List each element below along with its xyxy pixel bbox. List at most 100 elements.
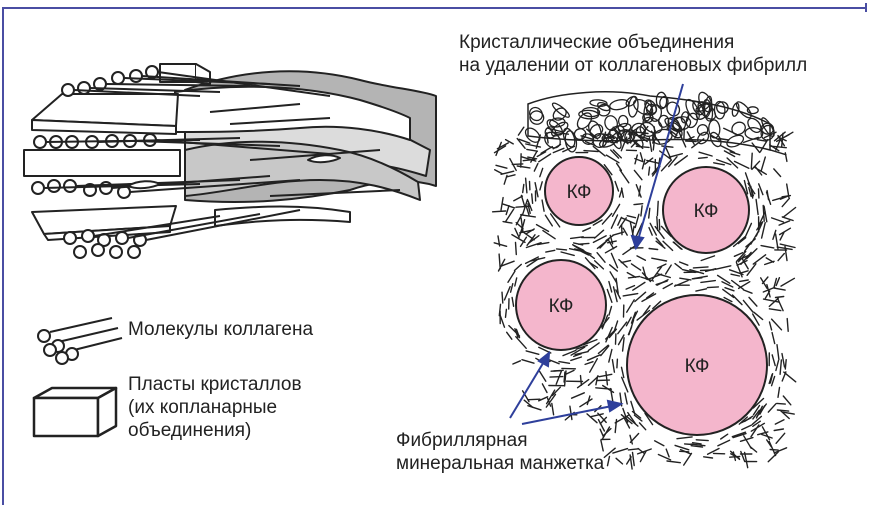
mineral-crystal-dash [521,237,527,246]
mineral-crystal-dash [516,242,517,254]
mineral-crystal-dash [619,260,627,268]
crystal-associations-label: Кристаллические объединения на удалении … [459,31,807,77]
mineral-crystal-dash [680,278,691,280]
mineral-crystal-dash [532,194,533,203]
mineral-crystal-dash [521,215,536,217]
mineral-crystal-dash [649,228,652,236]
mineral-crystal-dash [527,149,538,151]
mineral-crystal-dash [583,228,591,231]
legend-plates-line-1: Пласты кристаллов [128,373,302,396]
mineral-crystal-dash [701,270,714,271]
mineral-crystal-dash [685,444,693,445]
mineral-crystal-dash [622,367,624,377]
mineral-crystal-dash [495,170,502,174]
mineral-crystal-dash [696,440,708,441]
mineral-crystal-dash [582,250,594,259]
mineral-crystal-dash [616,458,622,464]
mineral-crystal-dash [506,309,507,317]
mineral-crystal-dash [680,262,688,265]
collagen-fibril-2: КФ [663,167,749,253]
mineral-crystal-dash [777,410,788,411]
mineral-crystal-dash [588,355,601,361]
mineral-crystal-dash [556,371,561,384]
mineral-crystal-dash [596,388,612,389]
collagen-fibril-1: КФ [545,157,613,225]
mineral-crystal-dash [666,449,669,457]
mineral-crystal-dash [776,361,779,371]
mineral-crystal-dash [507,332,512,339]
mineral-crystal-dash [649,208,650,218]
arrowhead [539,353,549,366]
mineral-crystal-dash [684,453,692,465]
mineral-crystal-dash [540,182,542,190]
mineral-crystal-dash [636,146,649,147]
mineral-crystal-dash [733,295,743,305]
mineral-crystal-dash [613,204,620,216]
mineral-crystal-dash [628,449,638,450]
mineral-crystal-dash [546,250,555,252]
mineral-crystal-dash [782,354,785,367]
mineral-crystal-dash [777,403,785,404]
mineral-crystal-dash [529,399,540,400]
mineral-crystal-dash [787,319,788,332]
mineral-crystal-dash [642,294,656,302]
mineral-crystal-dash [634,204,643,205]
mineral-crystal-dash [634,170,642,179]
mineral-crystal-dash [725,288,734,291]
mineral-crystal-dash [523,185,524,193]
mineral-crystal-dash [509,326,520,336]
mineral-crystal-dash [501,171,514,174]
crystal-associations-line-1: Кристаллические объединения [459,31,807,54]
mineral-crystal-dash [693,267,708,268]
mineral-crystal-dash [496,165,507,168]
mineral-crystal-dash [542,200,544,211]
mineral-crystal-dash [615,182,618,192]
mineral-crystal-dash [613,449,628,454]
mineral-crystal-dash [515,278,517,286]
mineral-crystal-dash [633,452,635,465]
mineral-crystal-dash [611,253,617,267]
mineral-crystal-dash [641,206,642,216]
mineral-crystal-dash [622,188,624,197]
mineral-crystal-dash [749,297,757,306]
mineral-crystal-dash [627,216,635,218]
mineral-crystal-dash [534,164,538,172]
mineral-crystal-dash [515,264,522,270]
fibril-label: КФ [567,182,592,203]
mineral-crystal-dash [579,243,589,244]
mineral-crystal-dash [552,404,554,415]
mineral-crystal-dash [778,298,784,310]
mineral-crystal-dash [608,456,610,465]
mineral-crystal-dash [570,406,572,419]
mineral-crystal-dash [772,333,775,344]
mineral-crystal-dash [580,399,592,407]
mineral-crystal-dash [693,278,702,279]
mineral-crystal-dash [605,247,616,253]
mineral-crystal-dash [740,271,748,274]
mineral-crystal-dash [769,309,780,311]
mineral-crystal-dash [656,281,667,285]
mineral-crystal-dash [699,157,708,158]
mineral-crystal-dash [780,360,781,374]
mineral-crystal-dash [675,445,689,449]
mineral-crystal-dash [494,243,506,247]
mineral-crystal-dash [554,370,563,371]
mineral-crystal-dash [783,208,796,218]
mineral-crystal-dash [614,287,618,302]
mineral-crystal-dash [701,256,714,261]
mineral-crystal-dash [559,362,570,364]
mineral-crystal-dash [714,163,725,165]
mineral-crystal-dash [635,214,639,227]
mineral-crystal-dash [778,254,784,261]
mineral-crystal-dash [772,218,784,222]
mineral-crystal-dash [609,282,612,292]
mineral-crystal-dash [756,200,758,215]
mineral-crystal-dash [652,258,667,261]
mineral-crystal-dash [571,357,582,360]
mineral-crystal-dash [715,266,731,270]
mineral-crystal-dash [776,297,784,298]
legend-plates-label: Пласты кристаллов (их копланарные объеди… [128,373,302,442]
mineral-crystal-dash [770,450,778,451]
mineral-crystal-dash [774,429,783,431]
mineral-crystal-dash [657,201,658,215]
